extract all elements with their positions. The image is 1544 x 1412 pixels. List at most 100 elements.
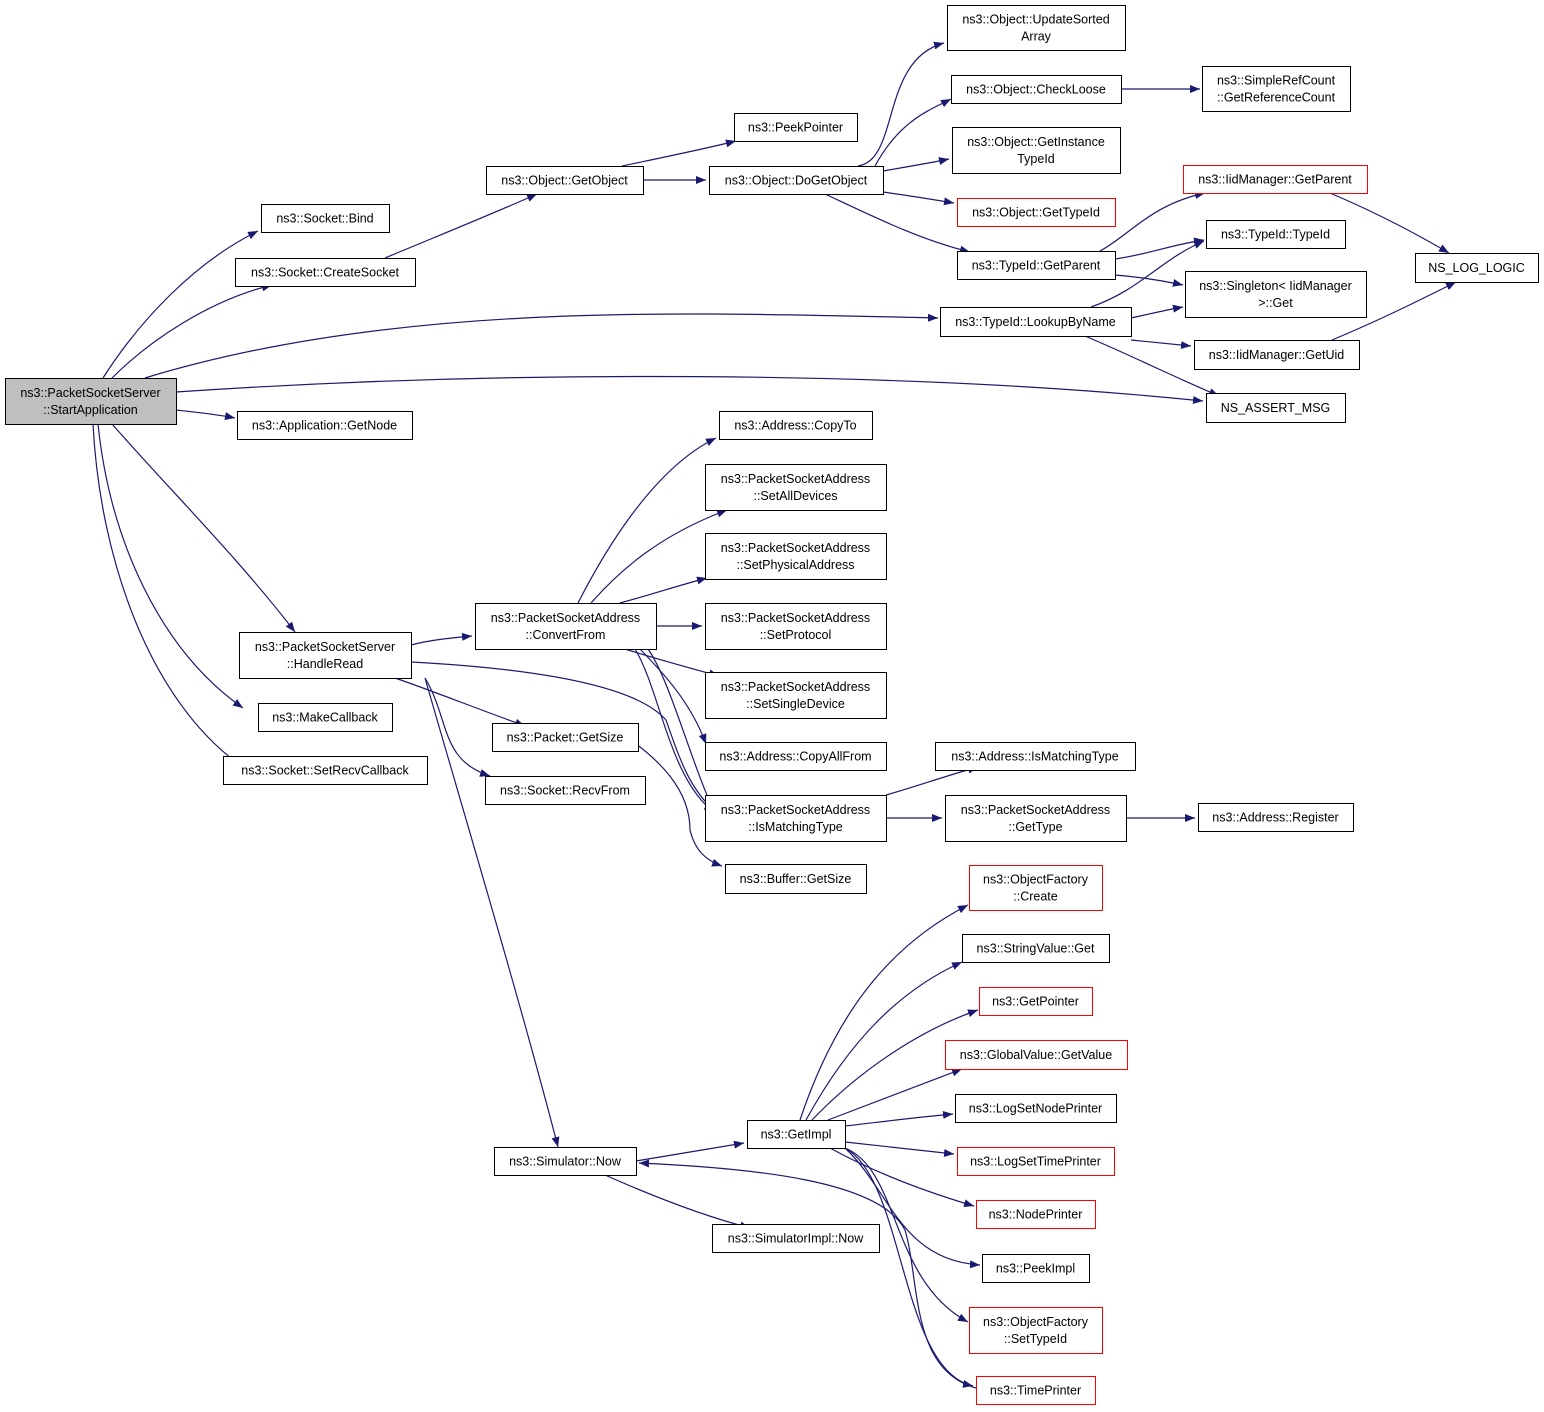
node-timeprinter[interactable]: ns3::TimePrinter — [976, 1376, 1096, 1405]
node-label: ns3::Object::DoGetObject — [725, 174, 868, 188]
node-label: ns3::PacketSocketAddress — [721, 803, 870, 817]
node-box — [705, 464, 887, 511]
node-iidgetparent[interactable]: ns3::IidManager::GetParent — [1183, 165, 1368, 194]
node-setsingledevice[interactable]: ns3::PacketSocketAddress::SetSingleDevic… — [705, 672, 887, 719]
node-stringvalueget[interactable]: ns3::StringValue::Get — [962, 934, 1110, 963]
node-start[interactable]: ns3::PacketSocketServer::StartApplicatio… — [5, 378, 177, 425]
node-getimpl[interactable]: ns3::GetImpl — [747, 1120, 846, 1149]
node-buffergetsize[interactable]: ns3::Buffer::GetSize — [725, 864, 867, 894]
node-box — [235, 258, 416, 287]
node-recvfrom[interactable]: ns3::Socket::RecvFrom — [485, 776, 646, 805]
node-simimplnow[interactable]: ns3::SimulatorImpl::Now — [712, 1224, 880, 1253]
node-logtimeprinter[interactable]: ns3::LogSetTimePrinter — [957, 1147, 1115, 1176]
call-edge — [1114, 237, 1205, 260]
node-makecallback[interactable]: ns3::MakeCallback — [258, 703, 393, 732]
node-label: ::ConvertFrom — [526, 628, 606, 642]
node-copyallfrom[interactable]: ns3::Address::CopyAllFrom — [705, 742, 887, 771]
node-nodeprinter[interactable]: ns3::NodePrinter — [976, 1200, 1096, 1229]
node-bind[interactable]: ns3::Socket::Bind — [261, 204, 390, 233]
node-box — [261, 204, 390, 233]
node-label: ::SetProtocol — [760, 628, 832, 642]
node-box — [982, 1254, 1090, 1283]
node-nsloglogic[interactable]: NS_LOG_LOGIC — [1415, 253, 1539, 283]
node-getnode[interactable]: ns3::Application::GetNode — [237, 411, 413, 440]
node-setalldevices[interactable]: ns3::PacketSocketAddress::SetAllDevices — [705, 464, 887, 511]
node-box — [705, 795, 887, 842]
node-setprotocol[interactable]: ns3::PacketSocketAddress::SetProtocol — [705, 603, 887, 650]
node-box — [969, 1307, 1103, 1354]
node-label: ::GetType — [1008, 820, 1062, 834]
node-label: ns3::PacketSocketAddress — [721, 611, 870, 625]
node-peekpointer[interactable]: ns3::PeekPointer — [734, 113, 858, 142]
call-edge — [844, 1147, 974, 1388]
node-label: ns3::IidManager::GetParent — [1198, 173, 1352, 187]
node-box — [1185, 271, 1367, 318]
node-box — [734, 113, 858, 142]
node-box — [1206, 220, 1346, 249]
node-label: ns3::StringValue::Get — [977, 942, 1095, 956]
node-box — [940, 307, 1132, 337]
node-setrecvcallback[interactable]: ns3::Socket::SetRecvCallback — [223, 756, 428, 785]
node-globalgetvalue[interactable]: ns3::GlobalValue::GetValue — [945, 1040, 1128, 1070]
node-label: ns3::ObjectFactory — [983, 1315, 1089, 1329]
node-createsocket[interactable]: ns3::Socket::CreateSocket — [235, 258, 416, 287]
node-box — [951, 75, 1122, 104]
call-edge — [410, 661, 717, 813]
node-label: ns3::LogSetNodePrinter — [969, 1102, 1102, 1116]
node-dogetobject[interactable]: ns3::Object::DoGetObject — [709, 166, 884, 195]
node-addrcopyto[interactable]: ns3::Address::CopyTo — [719, 411, 873, 440]
node-addrismatching[interactable]: ns3::Address::IsMatchingType — [935, 742, 1136, 771]
node-handleread[interactable]: ns3::PacketSocketServer::HandleRead — [239, 632, 412, 679]
node-lookupbyname[interactable]: ns3::TypeId::LookupByName — [940, 307, 1132, 337]
call-edge — [624, 648, 720, 678]
node-setphysical[interactable]: ns3::PacketSocketAddress::SetPhysicalAdd… — [705, 533, 887, 580]
node-label: ns3::IidManager::GetUid — [1209, 348, 1345, 362]
call-edge — [857, 41, 945, 167]
node-simnow[interactable]: ns3::Simulator::Now — [494, 1147, 637, 1176]
node-getobject[interactable]: ns3::Object::GetObject — [486, 166, 644, 195]
node-getpointer[interactable]: ns3::GetPointer — [979, 987, 1093, 1016]
node-label: ns3::Address::IsMatchingType — [951, 750, 1118, 764]
call-edge — [844, 1147, 969, 1323]
node-iidgetuid[interactable]: ns3::IidManager::GetUid — [1194, 340, 1360, 370]
node-box — [223, 756, 428, 785]
node-objfactorysettype[interactable]: ns3::ObjectFactory::SetTypeId — [969, 1307, 1103, 1354]
node-gettypeid[interactable]: ns3::Object::GetTypeId — [957, 198, 1116, 227]
node-box — [709, 166, 884, 195]
call-edge — [805, 961, 963, 1121]
node-box — [976, 1200, 1096, 1229]
call-edge — [424, 677, 560, 1148]
node-box — [239, 632, 412, 679]
call-edge — [619, 576, 708, 604]
node-getrefcount[interactable]: ns3::SimpleRefCount::GetReferenceCount — [1202, 66, 1351, 112]
call-edge — [811, 1009, 979, 1121]
node-label: ns3::TypeId::GetParent — [972, 259, 1101, 273]
node-checkloose[interactable]: ns3::Object::CheckLoose — [951, 75, 1122, 104]
node-label: ns3::MakeCallback — [272, 711, 378, 725]
call-edge — [829, 1147, 975, 1207]
node-psagettype[interactable]: ns3::PacketSocketAddress::GetType — [945, 795, 1127, 842]
node-box — [705, 742, 887, 771]
node-nsassertmsg[interactable]: NS_ASSERT_MSG — [1206, 393, 1346, 423]
node-peekimpl[interactable]: ns3::PeekImpl — [982, 1254, 1090, 1283]
node-typeidtypeid[interactable]: ns3::TypeId::TypeId — [1206, 220, 1346, 249]
call-edge — [799, 904, 969, 1121]
node-addrregister[interactable]: ns3::Address::Register — [1198, 803, 1354, 832]
node-label: ::SetPhysicalAddress — [736, 558, 854, 572]
call-edge — [882, 191, 955, 206]
node-label: ns3::Object::GetTypeId — [972, 206, 1100, 220]
node-psaismatching[interactable]: ns3::PacketSocketAddress::IsMatchingType — [705, 795, 887, 842]
call-edge — [111, 283, 273, 379]
node-convertfrom[interactable]: ns3::PacketSocketAddress::ConvertFrom — [475, 603, 657, 650]
node-singletonget[interactable]: ns3::Singleton< IidManager >::Get — [1185, 271, 1367, 318]
node-objfactorycreate[interactable]: ns3::ObjectFactory::Create — [969, 865, 1103, 911]
node-typeidgetparent[interactable]: ns3::TypeId::GetParent — [957, 251, 1116, 280]
node-label: ::SetSingleDevice — [746, 697, 845, 711]
node-packetgetsize[interactable]: ns3::Packet::GetSize — [492, 723, 639, 752]
node-label: ns3::TypeId::LookupByName — [955, 315, 1116, 329]
node-lognodeprinter[interactable]: ns3::LogSetNodePrinter — [955, 1094, 1117, 1123]
node-box — [1202, 66, 1351, 112]
node-label: ns3::Address::CopyTo — [734, 419, 856, 433]
